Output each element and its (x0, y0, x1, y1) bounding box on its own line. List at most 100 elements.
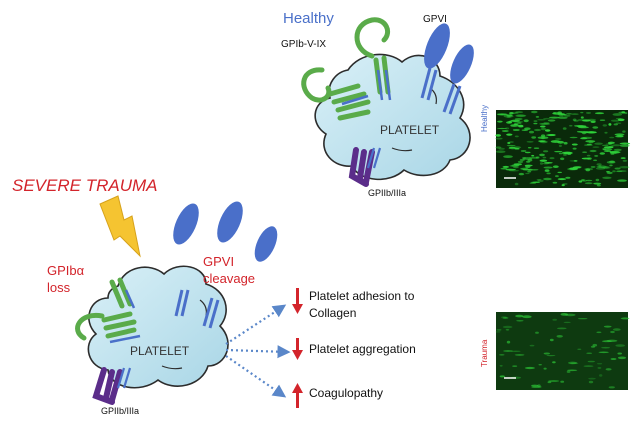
fluorescence-spot (517, 160, 524, 164)
fluorescence-spot (572, 166, 582, 169)
fluorescence-spot (510, 124, 520, 127)
fluorescence-spot (609, 164, 613, 167)
fluorescence-spot (562, 151, 573, 155)
fluorescence-spot (589, 149, 597, 153)
fluorescence-spot (527, 147, 532, 149)
fluorescence-spot (606, 171, 610, 173)
fluorescence-spot (608, 386, 615, 389)
fluorescence-spot (615, 135, 624, 138)
fluorescence-spot (617, 352, 622, 355)
fluorescence-spot (602, 340, 612, 343)
fluorescence-spot (514, 135, 519, 138)
fluorescence-spot (506, 116, 511, 118)
fluorescence-spot (595, 178, 600, 182)
fluorescence-spot (495, 331, 501, 333)
fluorescence-spot (510, 119, 521, 123)
fluorescence-spot (547, 381, 552, 384)
fluorescence-spot (503, 350, 513, 352)
fluorescence-spot (608, 123, 612, 126)
fluorescence-spot (606, 171, 613, 175)
fluorescence-spot (499, 375, 505, 378)
fluorescence-spot (600, 166, 610, 169)
fluorescence-spot (507, 141, 511, 145)
fluorescence-spot (543, 367, 547, 370)
trauma-microscopy-image (495, 312, 630, 390)
healthy-microscopy-image (495, 110, 631, 188)
fluorescence-spot (562, 183, 568, 185)
fluorescence-spot (521, 129, 528, 131)
fluorescence-spot (512, 365, 518, 367)
fluorescence-spot (596, 165, 607, 169)
fluorescence-spot (529, 182, 537, 184)
fluorescence-spot (560, 380, 565, 383)
fluorescence-spot (613, 328, 621, 331)
fluorescence-spot (613, 148, 622, 152)
fluorescence-spot (542, 162, 549, 165)
fluorescence-spot (573, 160, 578, 162)
fluorescence-spot (510, 350, 521, 352)
effect-adhesion-line2: Collagen (309, 306, 357, 320)
fluorescence-spot (509, 141, 514, 143)
fluorescence-spot (602, 166, 611, 169)
fluorescence-spot (525, 151, 531, 154)
fluorescence-spot (519, 159, 525, 161)
fluorescence-spot (522, 315, 532, 319)
fluorescence-spot (572, 118, 577, 122)
fluorescence-spot (539, 122, 551, 125)
fluorescence-spot (568, 361, 578, 365)
fluorescence-spot (571, 143, 578, 146)
fluorescence-spot (588, 380, 594, 384)
fluorescence-spot (529, 344, 535, 347)
fluorescence-spot (610, 330, 615, 334)
gpiba-label-line2: loss (47, 280, 71, 295)
fluorescence-spot (531, 110, 538, 114)
fluorescence-spot (546, 355, 556, 357)
fluorescence-spot (506, 133, 513, 136)
fluorescence-spot (540, 125, 546, 128)
healthy-gpiib-stalks (366, 147, 382, 169)
fluorescence-spot (505, 168, 516, 171)
fluorescence-spot (585, 179, 593, 182)
fluorescence-spot (599, 119, 606, 121)
fluorescence-spot (560, 313, 569, 316)
fluorescence-spot (537, 179, 544, 183)
trauma-gpib-stalks (109, 289, 141, 344)
fluorescence-spot (518, 124, 524, 128)
fluorescence-spot (560, 157, 565, 161)
fluorescence-spot (506, 114, 513, 117)
fluorescence-spot (523, 119, 529, 123)
fluorescence-spot (594, 155, 599, 157)
fluorescence-spot (553, 112, 557, 114)
fluorescence-spot (605, 368, 612, 371)
fluorescence-spot (581, 179, 585, 181)
fluorescence-spot (558, 144, 562, 147)
fluorescence-spot (537, 384, 541, 388)
fluorescence-spot (499, 354, 505, 356)
effect-adhesion: Platelet adhesion to Collagen (309, 288, 414, 322)
fluorescence-spot (501, 130, 509, 132)
fluorescence-spot (586, 112, 591, 114)
fluorescence-spot (516, 115, 527, 117)
fluorescence-spot (573, 125, 585, 127)
fluorescence-spot (603, 146, 614, 149)
fluorescence-spot (495, 150, 506, 153)
fluorescence-spot (608, 142, 612, 145)
fluorescence-spot (594, 112, 605, 115)
fluorescence-spot (552, 181, 558, 184)
fluorescence-spot (592, 343, 598, 347)
effect-aggregation: Platelet aggregation (309, 342, 416, 356)
fluorescence-spot (549, 157, 555, 160)
fluorescence-spot (555, 175, 559, 178)
fluorescence-spot (580, 131, 590, 134)
severe-trauma-title: SEVERE TRAUMA (12, 176, 158, 195)
fluorescence-spot (544, 162, 553, 164)
fluorescence-spot (513, 123, 518, 125)
fluorescence-spot (536, 179, 542, 181)
fluorescence-spot (543, 177, 552, 181)
fluorescence-spot (546, 172, 551, 175)
fluorescence-spot (539, 153, 545, 157)
fluorescence-spot (550, 140, 561, 143)
fluorescence-spot (522, 157, 527, 159)
fluorescence-spot (590, 166, 596, 168)
